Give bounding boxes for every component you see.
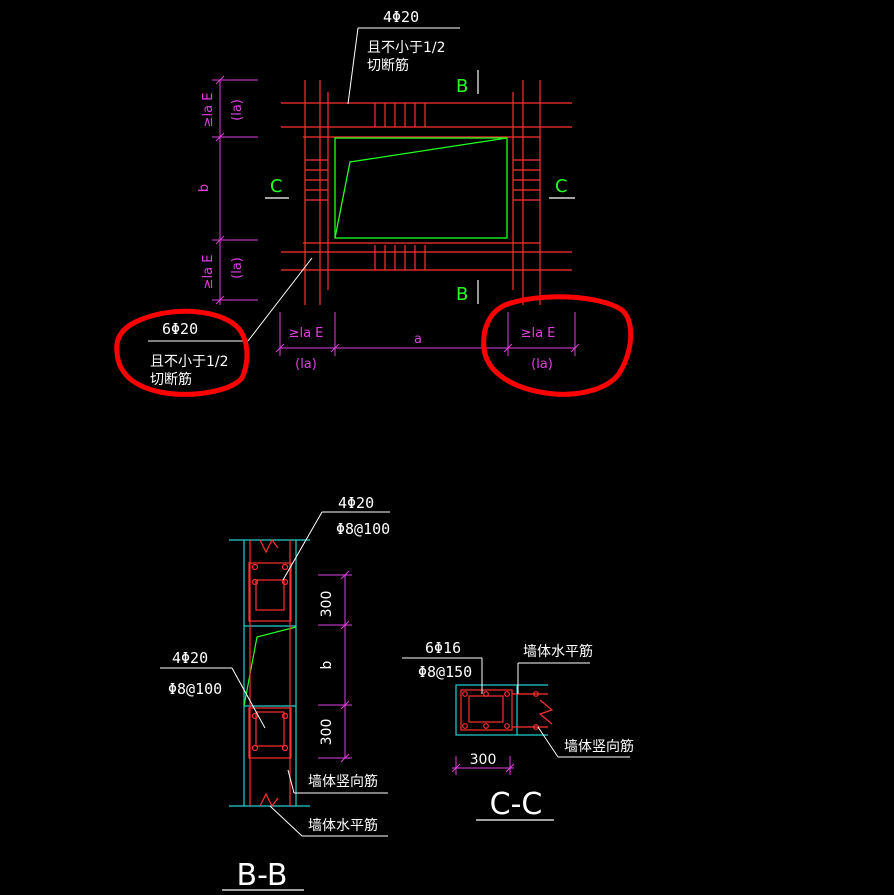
section-bb: 300 b 300 4Φ20 Φ8@100 4Φ20 Φ8@100 墙体竖向筋 … xyxy=(160,494,390,893)
highlight-marks xyxy=(114,294,634,397)
top-note-line2: 切断筋 xyxy=(367,57,409,74)
section-marks xyxy=(265,70,575,304)
bb-rebar xyxy=(248,538,292,808)
cc-note-stirrup: Φ8@150 xyxy=(418,663,472,681)
dim-la-bottom: (la) xyxy=(230,257,245,279)
bb-note-left-stirrup: Φ8@100 xyxy=(168,680,222,698)
bb-label-vertical-bars: 墙体竖向筋 xyxy=(308,773,378,790)
dim-lae-top: ≥la E xyxy=(201,93,216,128)
bb-section-title: B-B xyxy=(237,858,288,893)
bb-opening xyxy=(243,626,297,707)
left-note-line2: 切断筋 xyxy=(150,371,192,388)
cc-label-horizontal-bars: 墙体水平筋 xyxy=(523,643,593,660)
cc-label-vertical-bars: 墙体竖向筋 xyxy=(564,738,634,755)
section-cc: 300 6Φ16 Φ8@150 墙体水平筋 墙体竖向筋 C-C xyxy=(402,639,634,822)
bb-dim-300-bottom: 300 xyxy=(319,719,335,746)
dim-lae-right: ≥la E xyxy=(521,326,556,341)
top-note-bars: 4Φ20 xyxy=(383,8,419,26)
section-b-bottom-label: B xyxy=(456,284,468,305)
bb-note-top-bars: 4Φ20 xyxy=(338,494,374,512)
cc-dim-300: 300 xyxy=(470,752,497,768)
bb-note-left-bars: 4Φ20 xyxy=(172,649,208,667)
bb-note-top-stirrup: Φ8@100 xyxy=(336,520,390,538)
dim-b: b xyxy=(197,184,212,192)
bb-dim-b: b xyxy=(319,660,335,669)
cc-note-bars: 6Φ16 xyxy=(425,639,461,657)
bb-label-horizontal-bars: 墙体水平筋 xyxy=(308,817,378,834)
cc-section-title: C-C xyxy=(490,787,543,822)
bb-concrete xyxy=(229,539,310,807)
cc-rebar xyxy=(460,689,554,731)
dim-a: a xyxy=(414,332,422,347)
dim-lae-left: ≥la E xyxy=(289,326,324,341)
bb-leaders xyxy=(160,511,390,837)
dim-la-left: (la) xyxy=(295,357,317,372)
cc-dimension xyxy=(451,756,515,775)
bb-dim-300-top: 300 xyxy=(319,591,335,618)
opening-outline xyxy=(334,137,508,239)
vertical-dimension-chain xyxy=(212,75,258,305)
cc-leaders xyxy=(402,657,630,758)
plan-view: B B C C ≥la E (la) b ≥la E (la) xyxy=(114,8,634,397)
section-c-right-label: C xyxy=(555,176,568,197)
bb-dimension-chain xyxy=(318,570,352,763)
opening-rebar xyxy=(281,80,572,305)
left-leader xyxy=(148,257,313,342)
dim-la-right: (la) xyxy=(531,357,553,372)
left-note-line1: 且不小于1/2 xyxy=(150,354,229,370)
dim-la-top: (la) xyxy=(230,99,245,121)
dim-lae-bottom: ≥la E xyxy=(201,255,216,290)
horizontal-dimension-chain xyxy=(275,312,580,356)
left-note-bars: 6Φ20 xyxy=(162,320,198,338)
section-b-top-label: B xyxy=(456,76,468,97)
section-c-left-label: C xyxy=(270,176,283,197)
top-note-line1: 且不小于1/2 xyxy=(367,40,446,56)
top-leader xyxy=(347,27,460,105)
